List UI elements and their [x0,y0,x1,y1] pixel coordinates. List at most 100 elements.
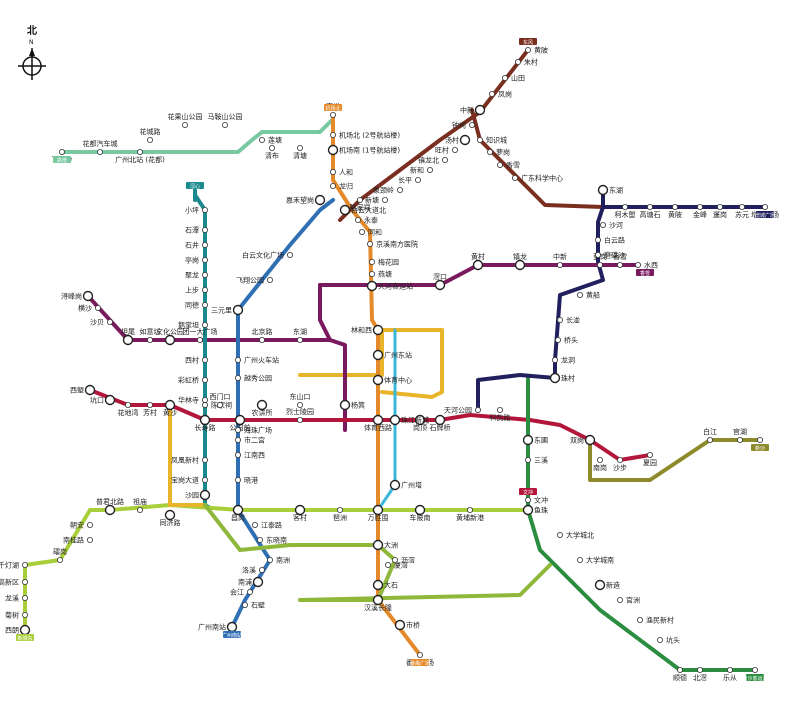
station-marker[interactable] [164,399,176,411]
station-marker[interactable] [354,216,361,223]
station-jiulongdong[interactable]: 暹岗 [713,203,727,219]
station-marker[interactable] [441,156,448,163]
station-marker[interactable] [136,506,143,513]
station-zhucun[interactable]: 珠村 [549,372,576,384]
station-fangcun[interactable]: 芳村 [143,401,157,417]
station-chebeinan[interactable]: 车陂南 [410,504,431,523]
station-marker[interactable] [368,270,375,277]
station-wenhua[interactable]: 文化公园 [156,327,184,346]
station-marker[interactable] [201,356,208,363]
station-jinfengyuan[interactable]: 广东科学中心 [512,174,563,183]
station-marker[interactable] [256,537,263,544]
station-marker[interactable] [514,259,526,271]
station-marker[interactable] [252,576,264,588]
station-marker[interactable] [201,271,208,278]
station-guangzhoudonglu[interactable]: 香雪 [496,161,520,170]
station-marker[interactable] [201,401,208,408]
station-xiaoping[interactable]: 小坪 [185,206,208,215]
station-marker[interactable] [434,414,446,426]
station-huacheng[interactable]: 花城路 [140,127,161,143]
station-yuanzhou[interactable]: 象颈岭 [373,186,403,195]
station-shipai[interactable]: 石牌桥 [430,414,451,433]
station-marker[interactable] [372,539,384,551]
station-marker[interactable] [381,196,388,203]
station-marker[interactable] [201,321,208,328]
station-marker[interactable] [672,203,679,210]
station-marker[interactable] [394,619,406,631]
station-marker[interactable] [474,104,486,116]
station-xunfeng[interactable]: 浔峰岗 [61,290,94,302]
station-marker[interactable] [552,356,559,363]
station-luoguang[interactable]: 萝岗 [486,148,510,157]
station-marker[interactable] [389,414,401,426]
station-marker[interactable] [496,406,503,413]
station-gzwest[interactable]: 西朗 [5,624,31,636]
station-marker[interactable] [258,567,265,574]
station-guangzhouhuoche[interactable]: 广州火车站 [234,356,279,365]
station-wenchong[interactable]: 文冲 [525,496,548,505]
station-huagang[interactable]: 华林寺 [178,396,208,405]
station-baiyunlu[interactable]: 白云路 [595,236,625,245]
station-marker[interactable] [637,617,644,624]
station-chengjiao[interactable]: 磨碟沙 [595,251,625,260]
station-gangding[interactable]: 岗顶 [413,414,427,433]
station-marker[interactable] [549,372,561,384]
station-marker[interactable] [358,228,365,235]
station-marker[interactable] [95,304,102,311]
station-marker[interactable] [266,276,273,283]
station-marker[interactable] [136,148,143,155]
station-shenjing[interactable]: 山田 [501,74,525,83]
station-tianhekeyun[interactable]: 天河客运站 [366,280,414,292]
station-zhongqian[interactable]: 中新 [553,252,567,268]
station-shiqiao[interactable]: 市桥 [394,619,421,631]
station-marker[interactable] [414,504,426,516]
station-marker[interactable] [336,506,343,513]
station-marker[interactable] [476,136,483,143]
station-kecun[interactable]: 客村 [293,504,307,523]
station-marker[interactable] [727,667,734,674]
station-marker[interactable] [329,131,336,138]
station-marker[interactable] [201,396,208,403]
station-marker[interactable] [434,279,446,291]
station-marker[interactable] [234,436,241,443]
station-shangbu[interactable]: 上步 [185,286,208,295]
station-lieshi[interactable]: 烈士陵园 [286,407,314,423]
station-marker[interactable] [84,384,96,396]
station-tongji[interactable]: 普君北路 [96,497,124,516]
station-xiaogang[interactable]: 晓港 [234,476,258,485]
station-marker[interactable] [201,301,208,308]
station-marker[interactable] [256,399,268,411]
station-marker[interactable] [472,259,484,271]
station-marker[interactable] [87,537,94,544]
station-tanwei[interactable]: 坦尾 [121,327,135,346]
station-dongpu2[interactable]: 金峰 [693,203,707,219]
station-marker[interactable] [414,176,421,183]
station-marker[interactable] [522,504,534,516]
station-marker[interactable] [577,557,584,564]
station-guangzhoudong[interactable]: 广州东站 [372,349,413,361]
station-marker[interactable] [59,148,66,155]
station-marker[interactable] [122,334,134,346]
station-marker[interactable] [597,184,609,196]
station-marker[interactable] [396,186,403,193]
station-shizhong[interactable]: 旺村 [435,146,458,155]
station-guangzhounan[interactable]: 广州南站 [198,621,238,633]
station-marker[interactable] [372,374,384,386]
station-marker[interactable] [234,426,241,433]
station-marker[interactable] [697,203,704,210]
station-marker[interactable] [372,504,384,516]
station-marker[interactable] [104,504,116,516]
station-shayuan[interactable]: 沙园 [185,489,211,501]
station-dongpu[interactable]: 东圃 [522,434,549,446]
station-marker[interactable] [234,476,241,483]
station-marker[interactable] [459,134,471,146]
station-marker[interactable] [372,324,384,336]
station-wanshengwei[interactable]: 万胜围 [368,504,389,523]
station-marker[interactable] [707,436,714,443]
station-marker[interactable] [246,589,253,596]
station-baogang[interactable]: 宝岗大道 [171,476,208,485]
station-marker[interactable] [266,557,273,564]
station-marker[interactable] [525,456,532,463]
station-shitan[interactable]: 石潭 [185,226,208,235]
station-xiayuan[interactable]: 官湖 [733,427,747,443]
